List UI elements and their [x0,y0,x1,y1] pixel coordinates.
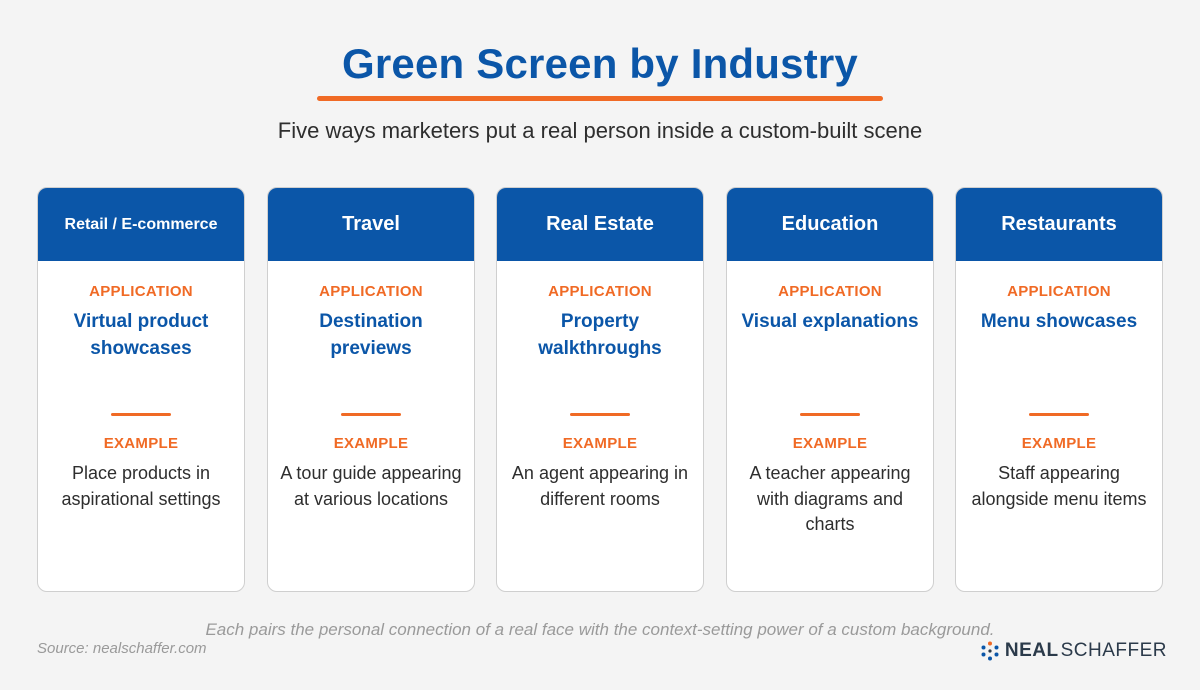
industry-card-real-estate: Real Estate APPLICATION Property walkthr… [496,187,704,592]
example-label: EXAMPLE [792,435,868,452]
application-value: Menu showcases [980,311,1138,332]
example-label: EXAMPLE [333,435,409,452]
industry-card-restaurants: Restaurants APPLICATION Menu showcases E… [955,187,1163,592]
card-header: Retail / E-commerce [38,188,244,261]
title-underline [317,96,883,101]
industry-card-travel: Travel APPLICATION Destination previews … [267,187,475,592]
example-value: An agent appearing in different rooms [511,463,689,509]
example-label: EXAMPLE [1021,435,1097,452]
network-dots-icon [981,641,999,661]
industry-card-retail: Retail / E-commerce APPLICATION Virtual … [37,187,245,592]
application-label: APPLICATION [548,283,652,300]
application-value: Destination previews [319,311,423,359]
industry-card-education: Education APPLICATION Visual explanation… [726,187,934,592]
application-value: Visual explanations [741,311,919,332]
card-divider [1029,413,1089,416]
example-value: Staff appearing alongside menu items [971,463,1147,509]
card-divider [111,413,171,416]
card-header: Restaurants [956,188,1162,261]
example-value: Place products in aspirational settings [61,463,221,509]
application-label: APPLICATION [89,283,193,300]
card-header: Travel [268,188,474,261]
application-value: Virtual product showcases [73,311,209,359]
brand-name-first: NEAL [1004,640,1059,661]
footnote: Each pairs the personal connection of a … [205,620,995,639]
brand-logo: NEAL SCHAFFER [980,640,1167,662]
source-credit: Source: nealschaffer.com [37,640,207,657]
page-title: Green Screen by Industry [342,40,858,87]
application-label: APPLICATION [1007,283,1111,300]
application-label: APPLICATION [319,283,423,300]
example-label: EXAMPLE [562,435,638,452]
brand-name-second: SCHAFFER [1060,640,1167,661]
card-header: Real Estate [497,188,703,261]
card-divider [341,413,401,416]
card-divider [570,413,630,416]
example-value: A teacher appearing with diagrams and ch… [749,463,911,534]
example-label: EXAMPLE [103,435,179,452]
card-header: Education [727,188,933,261]
application-value: Property walkthroughs [538,311,662,359]
page-subtitle: Five ways marketers put a real person in… [277,118,923,143]
application-label: APPLICATION [778,283,882,300]
card-divider [800,413,860,416]
example-value: A tour guide appearing at various locati… [280,463,462,509]
